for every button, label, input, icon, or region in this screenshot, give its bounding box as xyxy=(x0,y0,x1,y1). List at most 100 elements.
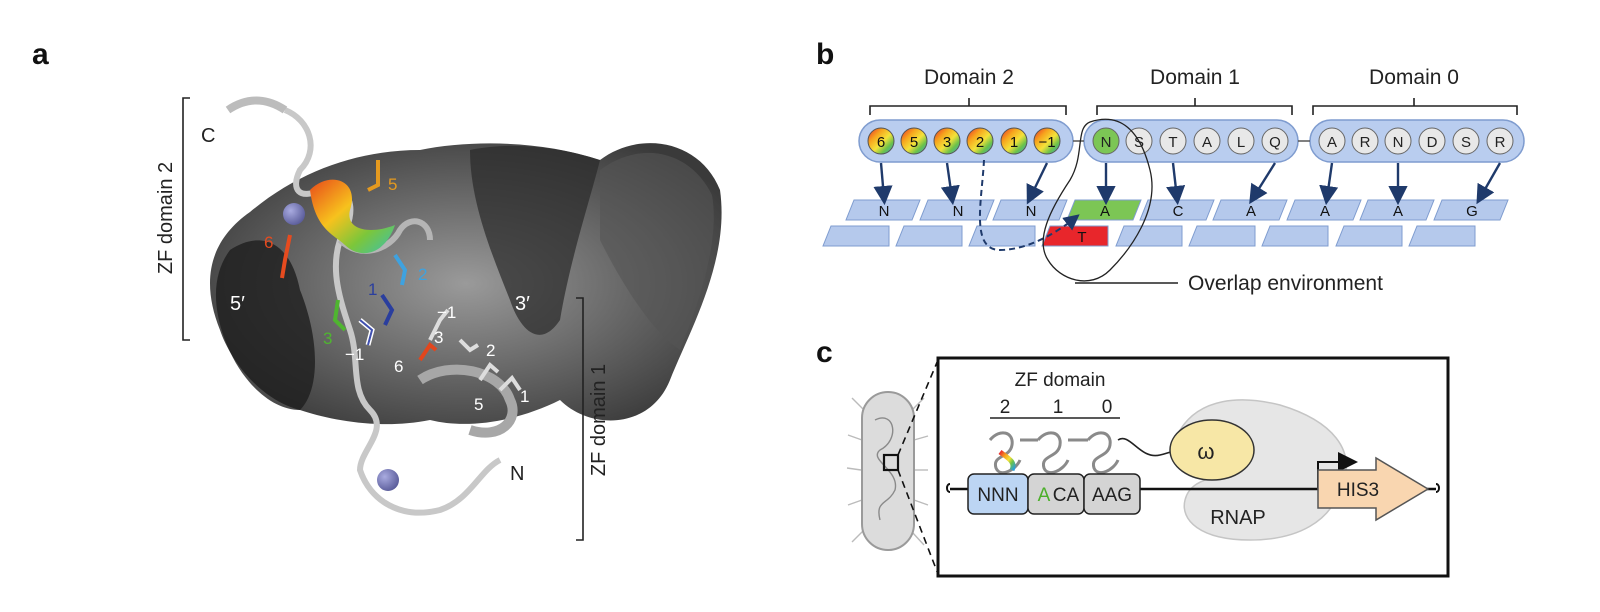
domain0-residue: N xyxy=(1393,134,1404,151)
dna-bottom-tile xyxy=(1408,225,1476,247)
domain2-position-circle xyxy=(867,127,895,155)
dna-bottom-tile xyxy=(1261,225,1329,247)
dna-5prime-label: 5′ xyxy=(230,293,245,315)
contact-arrow xyxy=(1476,162,1502,205)
contact-arrow xyxy=(1319,162,1339,206)
dna-top-base: N xyxy=(879,203,890,220)
dna-bottom-tile xyxy=(968,225,1036,247)
dna-top-base: A xyxy=(1246,203,1256,220)
contact-arrow xyxy=(1249,162,1277,205)
domain2-position-circle xyxy=(966,127,994,155)
zinc-sphere-upper xyxy=(283,203,305,225)
panel-a-structure: 6 5 3 2 1 −1 −1 3 2 6 5 1 5′ 3′ C N xyxy=(201,96,722,516)
dna-bottom-tile xyxy=(822,225,890,247)
dna-top-tile xyxy=(1286,199,1362,221)
dna-top-tile xyxy=(1433,199,1509,221)
panel-c: ZF domain 2 1 0 ω RNAP NNN A CA AAG xyxy=(846,356,1450,578)
domain0-residue: S xyxy=(1461,134,1471,151)
zf-domains-cartoon xyxy=(988,431,1120,474)
domain2-position-label: 5 xyxy=(910,134,918,151)
d1-pos-1: 1 xyxy=(520,387,529,406)
d2-pos-minus1: −1 xyxy=(345,345,364,364)
dna-top-tile xyxy=(1066,199,1142,221)
overlap-outline xyxy=(1042,118,1153,282)
d1-pos-6: 6 xyxy=(394,357,403,376)
domain2-position-label: 2 xyxy=(976,134,984,151)
dna-top-tile xyxy=(1139,199,1215,221)
d1-pos-2: 2 xyxy=(486,341,495,360)
domain1-residue: T xyxy=(1168,134,1177,151)
zf-domain-1-label: ZF domain 1 xyxy=(588,364,610,476)
dna-top-base: N xyxy=(1026,203,1037,220)
domain1-residue-circle xyxy=(1159,127,1187,155)
dna-top-tile xyxy=(919,199,995,221)
d1-pos-5: 5 xyxy=(474,395,483,414)
domain2-position-label: 3 xyxy=(943,134,951,151)
domain2-position-label: −1 xyxy=(1038,134,1055,151)
domain2-position-circle xyxy=(933,127,961,155)
dna-top-tile xyxy=(845,199,921,221)
domain1-residue-circle xyxy=(1261,127,1289,155)
contact-arrow xyxy=(1026,162,1049,205)
panel-c-label: c xyxy=(816,336,833,369)
d2-pos-2: 2 xyxy=(418,265,427,284)
dna-3prime-label: 3′ xyxy=(515,293,530,315)
zf-domain-2-bracket: ZF domain 2 xyxy=(155,97,190,341)
panel-a-label: a xyxy=(32,38,49,71)
dna-top-base: A xyxy=(1393,203,1403,220)
site-aag: AAG xyxy=(1092,485,1132,506)
rnap-label: RNAP xyxy=(1210,507,1266,529)
panel-b-label: b xyxy=(816,38,834,71)
domain0-residue: A xyxy=(1327,134,1337,151)
domain0-residue-circle xyxy=(1351,127,1379,155)
domain-bracket-2 xyxy=(1312,98,1518,115)
dna-top-base: C xyxy=(1173,203,1184,220)
his3-gene xyxy=(1317,456,1430,522)
domain0-residue-circle xyxy=(1318,127,1346,155)
bacterium-cell xyxy=(846,391,929,551)
contact-arrow xyxy=(940,162,960,206)
domain-bracket-0 xyxy=(869,98,1067,115)
domain0-residue-circle xyxy=(1452,127,1480,155)
d2-pos-5: 5 xyxy=(388,175,397,194)
domain1-residue: L xyxy=(1237,134,1245,151)
domain1-residue: N xyxy=(1101,134,1112,151)
omega-label: ω xyxy=(1197,439,1214,464)
dna-bottom-tile xyxy=(895,225,963,247)
domain2-position-circle xyxy=(1000,127,1028,155)
zf-number-1: 1 xyxy=(1053,397,1064,418)
dna-top-tile xyxy=(1212,199,1288,221)
zinc-sphere-lower xyxy=(377,469,399,491)
domain1-residue-circle xyxy=(1092,127,1120,155)
domain1-residue-circle xyxy=(1193,127,1221,155)
omega-subunit xyxy=(1169,419,1255,481)
dna-bottom-tile xyxy=(1335,225,1403,247)
contact-arrow xyxy=(1166,162,1186,206)
domain0-residue: R xyxy=(1495,134,1506,151)
protein-backbone xyxy=(283,107,502,516)
domain2-position-circle xyxy=(1033,127,1061,155)
domain0-residue-circle xyxy=(1418,127,1446,155)
zf-number-2: 2 xyxy=(1000,397,1011,418)
d1-pos-minus1: −1 xyxy=(437,303,456,322)
bottom-strand-t: T xyxy=(1077,229,1086,246)
domain0-residue: R xyxy=(1360,134,1371,151)
dna-top-base: G xyxy=(1466,203,1478,220)
overlap-label: Overlap environment xyxy=(1188,272,1383,295)
zf-domain-1-bracket: ZF domain 1 xyxy=(576,297,610,541)
contact-arrow xyxy=(873,162,893,206)
d2-pos-3: 3 xyxy=(323,329,332,348)
domain2-position-label: 6 xyxy=(877,134,885,151)
domain1-residue-circle xyxy=(1227,127,1255,155)
cross-strand-contact-arrow xyxy=(979,159,1080,252)
dna-bottom-tile xyxy=(1188,225,1256,247)
n-terminus-label: N xyxy=(510,463,524,485)
zf-number-0: 0 xyxy=(1102,397,1113,418)
c-terminus-label: C xyxy=(201,125,215,147)
domain-bracket-1 xyxy=(1096,98,1293,115)
dna-top-base: A xyxy=(1320,203,1330,220)
domain-header-0: Domain 2 xyxy=(924,66,1014,89)
site-aca-first: A xyxy=(1038,485,1051,506)
